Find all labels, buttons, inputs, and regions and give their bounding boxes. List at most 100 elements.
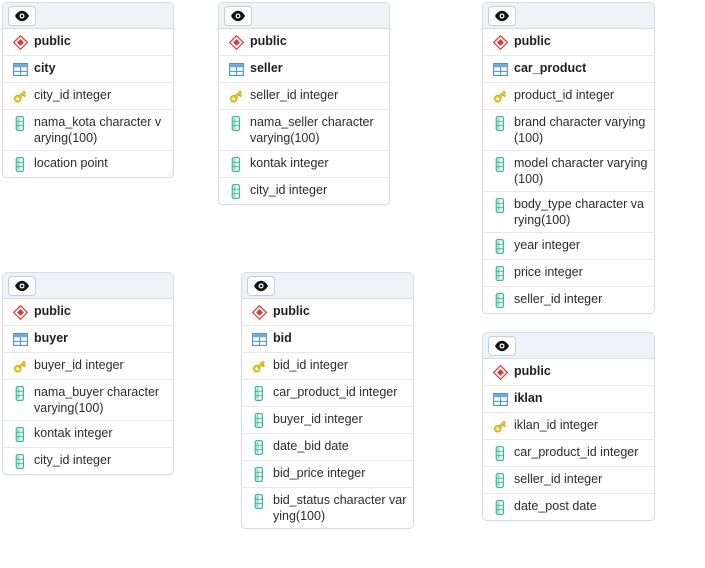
table-name-row-city[interactable]: city [3,56,173,83]
eye-icon[interactable] [488,335,516,356]
schema-diamond-icon [226,34,246,51]
column-row-car_product-1[interactable]: brand character varying(100) [483,110,654,151]
column-row-seller-2[interactable]: kontak integer [219,151,389,178]
column-row-city-0[interactable]: city_id integer [3,83,173,110]
column-row-iklan-2[interactable]: seller_id integer [483,467,654,494]
key-icon-svg [13,360,27,373]
column-row-bid-1[interactable]: car_product_id integer [242,380,413,407]
key-icon-svg [493,420,507,433]
eye-icon[interactable] [8,275,36,296]
column-row-car_product-2[interactable]: model character varying(100) [483,151,654,192]
table-grid-icon [10,61,30,78]
table-header-seller[interactable] [219,3,389,29]
table-name-row-bid[interactable]: bid [242,326,413,353]
schema-diamond-icon [10,34,30,51]
column-row-bid-0[interactable]: bid_id integer [242,353,413,380]
column-row-car_product-5[interactable]: price integer [483,260,654,287]
table-name-row-seller-label: seller [250,61,283,75]
column-row-city-2[interactable]: location point [3,151,173,177]
column-row-car_product-2-label: model character varying(100) [514,156,648,186]
column-row-seller-0-label: seller_id integer [250,88,339,102]
schema-row-seller-label: public [250,34,287,48]
column-row-buyer-2-label: kontak integer [34,426,113,440]
column-row-iklan-1[interactable]: car_product_id integer [483,440,654,467]
schema-row-car_product[interactable]: public [483,29,654,56]
table-name-row-buyer[interactable]: buyer [3,326,173,353]
table-header-iklan[interactable] [483,333,654,359]
column-row-iklan-3[interactable]: date_post date [483,494,654,520]
table-node-bid[interactable]: public bid bid_id integer car_product_id in… [241,272,414,529]
column-row-car_product-6-label: seller_id integer [514,292,603,306]
table-header-city[interactable] [3,3,173,29]
column-row-car_product-3[interactable]: body_type character varying(100) [483,192,654,233]
column-icon-svg [495,446,504,461]
key-icon-svg [493,90,507,103]
column-icon-svg [495,293,504,308]
column-row-buyer-3[interactable]: city_id integer [3,448,173,474]
eye-icon[interactable] [224,5,252,26]
column-icon [490,265,510,282]
schema-row-buyer[interactable]: public [3,299,173,326]
schema-row-city[interactable]: public [3,29,173,56]
column-row-car_product-0[interactable]: product_id integer [483,83,654,110]
eye-icon-svg [495,340,509,351]
eye-icon[interactable] [247,275,275,296]
schema-diamond-icon-svg [492,35,508,50]
column-icon [249,466,269,483]
column-row-car_product-6[interactable]: seller_id integer [483,287,654,313]
table-name-row-seller[interactable]: seller [219,56,389,83]
schema-diamond-icon-svg [251,305,267,320]
table-header-car_product[interactable] [483,3,654,29]
eye-icon-svg [495,10,509,21]
table-name-row-iklan[interactable]: iklan [483,386,654,413]
schema-row-iklan[interactable]: public [483,359,654,386]
column-row-bid-3[interactable]: date_bid date [242,434,413,461]
schema-diamond-icon [490,364,510,381]
column-row-seller-3[interactable]: city_id integer [219,178,389,204]
table-name-row-car_product[interactable]: car_product [483,56,654,83]
column-icon-svg [231,157,240,172]
column-row-bid-2[interactable]: buyer_id integer [242,407,413,434]
schema-row-city-label: public [34,34,71,48]
column-row-buyer-0[interactable]: buyer_id integer [3,353,173,380]
column-row-car_product-4[interactable]: year integer [483,233,654,260]
eye-icon-svg [15,10,29,21]
column-row-seller-3-label: city_id integer [250,183,328,197]
table-name-row-car_product-label: car_product [514,61,587,75]
column-row-bid-4[interactable]: bid_price integer [242,461,413,488]
column-row-bid-0-label: bid_id integer [273,358,349,372]
column-row-city-1[interactable]: nama_kota character varying(100) [3,110,173,151]
column-row-seller-1[interactable]: nama_seller character varying(100) [219,110,389,151]
schema-row-bid-label: public [273,304,310,318]
column-row-bid-5[interactable]: bid_status character varying(100) [242,488,413,528]
schema-row-seller[interactable]: public [219,29,389,56]
column-icon [490,292,510,309]
key-icon-svg [252,360,266,373]
column-icon [249,493,269,510]
table-name-row-buyer-label: buyer [34,331,69,345]
column-row-buyer-1[interactable]: nama_buyer character varying(100) [3,380,173,421]
eye-icon-svg [15,280,29,291]
eye-icon[interactable] [8,5,36,26]
table-rows-seller: public seller seller_id integer nama_seller… [219,29,389,204]
column-row-iklan-0[interactable]: iklan_id integer [483,413,654,440]
table-node-seller[interactable]: public seller seller_id integer nama_seller… [218,2,390,205]
table-rows-bid: public bid bid_id integer car_product_id in… [242,299,413,528]
eye-icon[interactable] [488,5,516,26]
schema-diamond-icon [249,304,269,321]
schema-row-bid[interactable]: public [242,299,413,326]
table-header-buyer[interactable] [3,273,173,299]
key-icon [490,418,510,435]
column-row-seller-0[interactable]: seller_id integer [219,83,389,110]
column-row-buyer-2[interactable]: kontak integer [3,421,173,448]
table-header-bid[interactable] [242,273,413,299]
column-icon-svg [254,386,263,401]
table-name-row-city-label: city [34,61,56,75]
